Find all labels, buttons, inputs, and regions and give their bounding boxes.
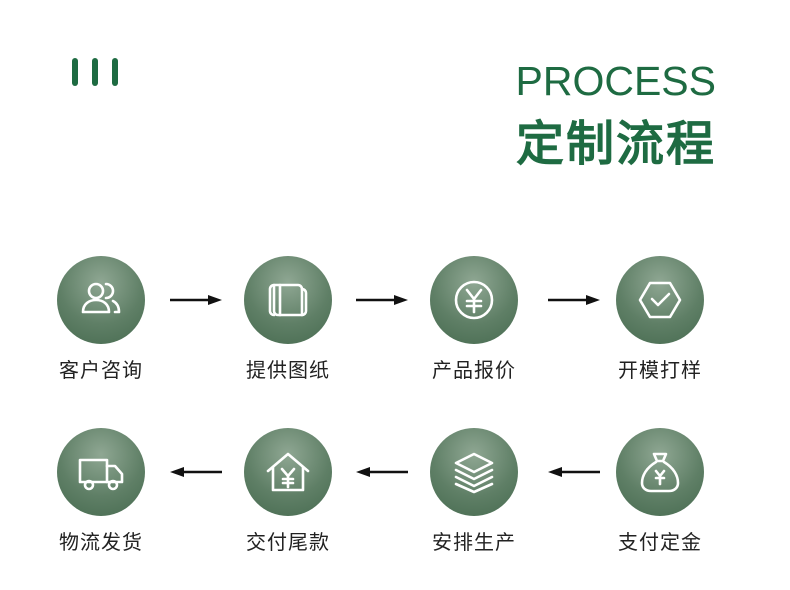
step-label: 交付尾款 (246, 530, 330, 554)
bar-1 (72, 58, 78, 86)
arrow-right-1 (170, 294, 222, 306)
house-yen-icon (266, 452, 310, 492)
arrow-left-2 (356, 466, 408, 478)
step-mold-sampling: 开模打样 (600, 256, 720, 383)
step-provide-drawings: 提供图纸 (228, 256, 348, 383)
arrow-right-3 (548, 294, 600, 306)
bar-2 (92, 58, 98, 86)
users-icon (81, 282, 121, 314)
step-circle (244, 428, 332, 516)
yen-coin-icon (454, 280, 494, 320)
arrow-left-3 (170, 466, 222, 478)
step-label: 支付定金 (618, 530, 702, 554)
step-arrange-production: 安排生产 (414, 428, 534, 555)
arrow-left-1 (548, 466, 600, 478)
arrow-right-2 (356, 294, 408, 306)
step-circle (244, 256, 332, 344)
step-logistics-shipping: 物流发货 (41, 428, 161, 555)
step-circle (57, 428, 145, 516)
truck-icon (78, 458, 124, 491)
step-circle (57, 256, 145, 344)
step-circle (616, 428, 704, 516)
money-bag-icon (640, 452, 680, 493)
step-circle (430, 256, 518, 344)
title-english: PROCESS (515, 58, 717, 104)
step-pay-balance: 交付尾款 (228, 428, 348, 555)
decorative-bars (72, 58, 122, 86)
hexagon-check-icon (638, 281, 682, 319)
step-label: 客户咨询 (59, 358, 143, 382)
step-circle (430, 428, 518, 516)
scroll-icon (268, 283, 308, 317)
step-label: 开模打样 (618, 358, 702, 382)
step-label: 产品报价 (432, 358, 516, 382)
step-product-quotation: 产品报价 (414, 256, 534, 383)
step-pay-deposit: 支付定金 (600, 428, 720, 555)
step-label: 安排生产 (432, 530, 516, 554)
step-label: 提供图纸 (246, 358, 330, 382)
step-circle (616, 256, 704, 344)
step-customer-consultation: 客户咨询 (41, 256, 161, 383)
step-label: 物流发货 (59, 530, 143, 554)
bar-3 (112, 58, 118, 86)
title-chinese: 定制流程 (515, 116, 716, 172)
layers-icon (454, 452, 494, 494)
